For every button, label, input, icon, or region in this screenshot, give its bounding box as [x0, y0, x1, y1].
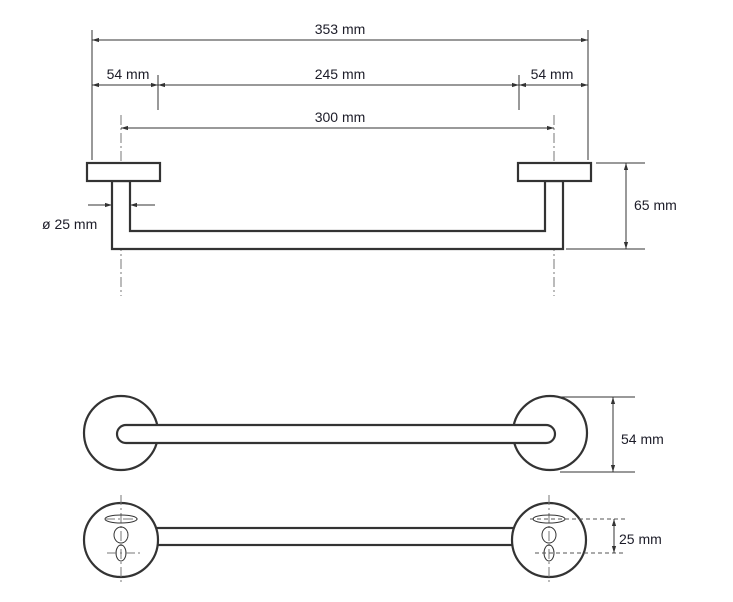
dim-hole-spacing: 25 mm [619, 531, 662, 547]
back-view: 25 mm [82, 495, 662, 583]
left-wall-plate [85, 161, 162, 183]
dim-inner: 245 mm [315, 66, 366, 82]
dim-tube-diameter: ø 25 mm [42, 216, 97, 232]
dim-depth: 65 mm [634, 197, 677, 213]
dim-overall: 353 mm [315, 21, 366, 37]
front-view: 54 mm [82, 394, 664, 473]
dim-right-plate: 54 mm [531, 66, 574, 82]
right-mount-plate [510, 495, 588, 583]
right-wall-plate [516, 161, 593, 183]
dim-center: 300 mm [315, 109, 366, 125]
side-view: 353 mm 54 mm 245 mm 54 mm 300 mm 65 mm ø… [42, 21, 677, 296]
left-mount-plate [82, 495, 160, 583]
dim-plate-diameter: 54 mm [621, 431, 664, 447]
dim-left-plate: 54 mm [107, 66, 150, 82]
